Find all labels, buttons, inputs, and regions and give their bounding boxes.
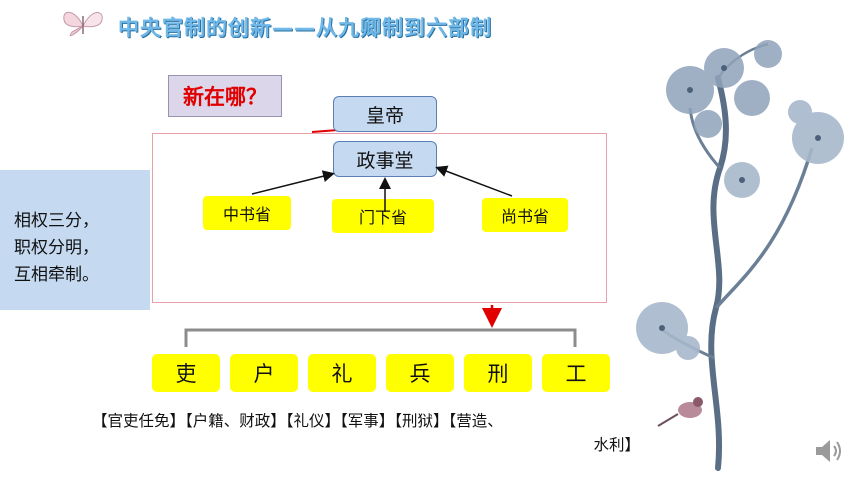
duties-line-2: 水利】 — [593, 436, 640, 454]
ministry-hu: 户 — [230, 354, 298, 392]
ministry-li-personnel: 吏 — [152, 354, 220, 392]
council-box: 政事堂 — [333, 141, 437, 177]
speaker-icon[interactable] — [812, 436, 846, 466]
summary-line: 职权分明， — [14, 238, 99, 258]
emperor-box: 皇帝 — [333, 96, 437, 132]
province-shangshu: 尚书省 — [482, 198, 568, 232]
ministry-duties: 【官吏任免】【户籍、财政】【礼仪】【军事】【刑狱】【营造、 水利】 — [92, 409, 652, 457]
province-menxia: 门下省 — [332, 199, 434, 233]
tree-decoration — [636, 40, 844, 471]
badge-connector — [311, 129, 339, 133]
summary-box: 相权三分， 职权分明， 互相牵制。 — [0, 170, 150, 310]
butterfly-icon — [63, 11, 103, 37]
slide-title: 中央官制的创新——从九卿制到六部制 — [118, 16, 492, 40]
province-zhongshu: 中书省 — [203, 196, 291, 230]
ministry-xing: 刑 — [464, 354, 532, 392]
ministry-li-rites: 礼 — [308, 354, 376, 392]
new-where-badge: 新在哪？ — [168, 75, 282, 117]
summary-line: 相权三分， — [14, 211, 99, 231]
ministry-bing: 兵 — [386, 354, 454, 392]
duties-line-1: 【官吏任免】【户籍、财政】【礼仪】【军事】【刑狱】【营造、 — [92, 412, 503, 430]
summary-line: 互相牵制。 — [14, 265, 99, 285]
ministry-gong: 工 — [542, 354, 610, 392]
